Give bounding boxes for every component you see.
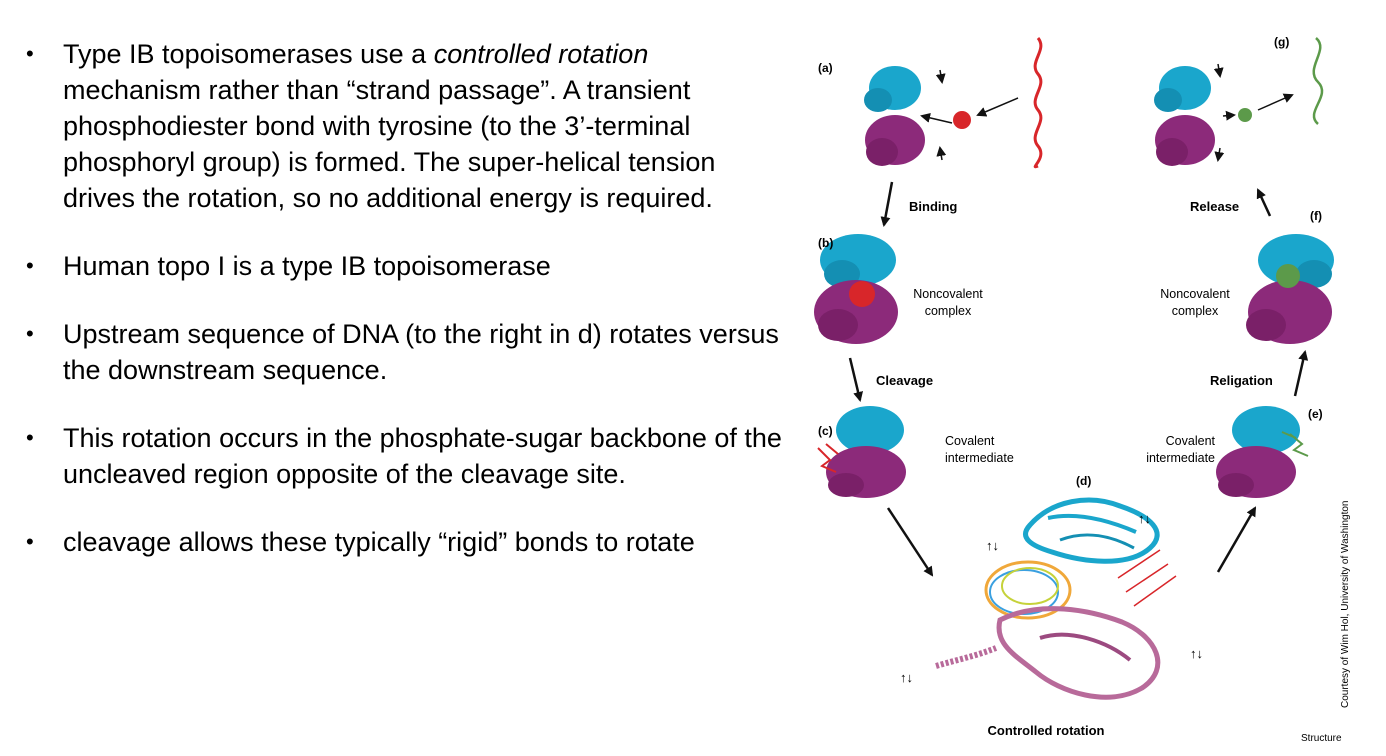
- arrow-a-up: [935, 69, 946, 84]
- panel-f-complex: [1246, 234, 1334, 344]
- bullet-emphasis: controlled rotation: [433, 39, 649, 69]
- arrow-from-d: [1216, 506, 1257, 573]
- arrow-a-dna: [976, 97, 1019, 117]
- arrow-a-down: [936, 146, 947, 161]
- bullet-list: • Type IB topoisomerases use a controlled…: [22, 36, 792, 560]
- panel-label-c: (c): [818, 424, 833, 438]
- note-b-line1: Noncovalent: [913, 287, 983, 301]
- bullet-text: cleavage allows these typically “rigid” …: [63, 527, 695, 557]
- arrow-binding: [880, 181, 894, 227]
- bullet-text: Type IB topoisomerases use a: [63, 39, 434, 69]
- arrow-release: [1256, 188, 1272, 217]
- panel-g-dna-end: [1238, 108, 1252, 122]
- bullet-symbol: •: [26, 425, 34, 450]
- rotation-mark-top: ↑↓: [1138, 511, 1151, 526]
- source-label: Structure: [1301, 733, 1342, 744]
- arrow-religation: [1293, 350, 1309, 397]
- panel-g-relaxed-dna: [1312, 37, 1324, 125]
- panel-e-intermediate: [1216, 406, 1309, 498]
- bullet-symbol: •: [26, 253, 34, 278]
- note-e-line2: intermediate: [1146, 451, 1215, 465]
- bullet-item: • This rotation occurs in the phosphate-s…: [22, 420, 792, 492]
- arrow-g-dna: [1257, 93, 1294, 111]
- arrow-g-down: [1214, 147, 1225, 162]
- rotation-mark-bottom-right: ↑↓: [1190, 646, 1203, 661]
- arrow-g-up: [1213, 63, 1224, 78]
- note-f-line2: complex: [1172, 304, 1219, 318]
- bullet-item: • cleavage allows these typically “rigid”…: [22, 524, 792, 560]
- bullet-symbol: •: [26, 321, 34, 346]
- panel-label-e: (e): [1308, 407, 1323, 421]
- step-release: Release: [1190, 199, 1239, 214]
- bullet-item: • Type IB topoisomerases use a controlled…: [22, 36, 792, 216]
- bullet-text: This rotation occurs in the phosphate-su…: [63, 423, 782, 489]
- bullet-symbol: •: [26, 529, 34, 554]
- panel-g-protein: [1154, 66, 1215, 166]
- note-c-line2: intermediate: [945, 451, 1014, 465]
- step-religation: Religation: [1210, 373, 1273, 388]
- arrow-cleavage: [848, 357, 864, 402]
- panel-b-complex: [814, 234, 898, 344]
- bullet-symbol: •: [26, 41, 34, 66]
- panel-d-structure: [935, 497, 1177, 700]
- panel-a-supercoiled-dna: [1033, 37, 1043, 169]
- panel-a-dna-end: [953, 111, 971, 129]
- panel-label-a: (a): [818, 61, 833, 75]
- note-c-line1: Covalent: [945, 434, 995, 448]
- bullet-text: Human topo I is a type IB topoisomerase: [63, 251, 551, 281]
- bullet-item: • Human topo I is a type IB topoisomerase: [22, 248, 792, 284]
- note-b-line2: complex: [925, 304, 972, 318]
- image-credit: Courtesy of Wim Hol, University of Washi…: [1340, 501, 1351, 708]
- note-e-line1: Covalent: [1166, 434, 1216, 448]
- step-controlled-rotation: Controlled rotation: [988, 723, 1105, 738]
- step-cleavage: Cleavage: [876, 373, 933, 388]
- step-binding: Binding: [909, 199, 957, 214]
- arrow-a-protein: [920, 112, 953, 124]
- topoisomerase-cycle-figure: (a) (g) Binding Release (b) Noncovalent …: [814, 35, 1351, 744]
- bullet-text: mechanism rather than “strand passage”. …: [63, 75, 716, 213]
- panel-label-f: (f): [1310, 209, 1322, 223]
- panel-label-b: (b): [818, 236, 833, 250]
- panel-a-protein: [864, 66, 925, 166]
- note-f-line1: Noncovalent: [1160, 287, 1230, 301]
- arrow-g-protein: [1222, 110, 1236, 121]
- panel-label-g: (g): [1274, 35, 1289, 49]
- arrow-to-d: [886, 507, 934, 577]
- panel-c-intermediate: [817, 406, 906, 498]
- rotation-mark-left: ↑↓: [986, 538, 999, 553]
- panel-label-d: (d): [1076, 474, 1091, 488]
- bullet-text: Upstream sequence of DNA (to the right i…: [63, 319, 779, 385]
- rotation-mark-bottom-left: ↑↓: [900, 670, 913, 685]
- bullet-item: • Upstream sequence of DNA (to the right …: [22, 316, 792, 388]
